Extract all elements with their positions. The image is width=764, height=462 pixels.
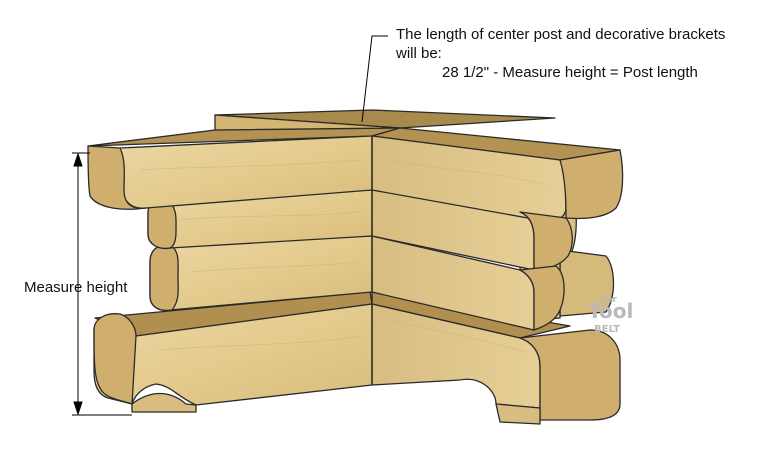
callout-formula: 28 1/2" - Measure height = Post length <box>442 64 698 81</box>
logo-line-2: Tool <box>588 299 633 323</box>
left-mid-end <box>149 243 179 312</box>
right-foot-end <box>519 329 621 421</box>
height-dimension-line <box>72 152 132 416</box>
callout-line-2: will be: <box>396 45 442 62</box>
logo-line-3: BELT <box>594 324 620 335</box>
right-mid-end <box>519 265 565 331</box>
left-foot-end <box>93 313 137 405</box>
wood-grain <box>139 159 546 353</box>
measure-height-label: Measure height <box>24 279 128 296</box>
tool-belt-logo: her Tool BELT <box>588 295 633 335</box>
callout-leader <box>361 35 388 123</box>
left-foot-bracket <box>131 392 197 413</box>
callout-line-1: The length of center post and decorative… <box>396 26 726 43</box>
logo-line-1: her <box>600 295 618 305</box>
top-left-end <box>87 145 147 210</box>
dimension-arrow-top <box>73 152 83 167</box>
right-back-layer-2 <box>559 249 615 317</box>
dimension-arrow-bottom <box>73 401 83 416</box>
top-right-end <box>559 149 624 220</box>
right-foot-bracket <box>495 403 541 425</box>
